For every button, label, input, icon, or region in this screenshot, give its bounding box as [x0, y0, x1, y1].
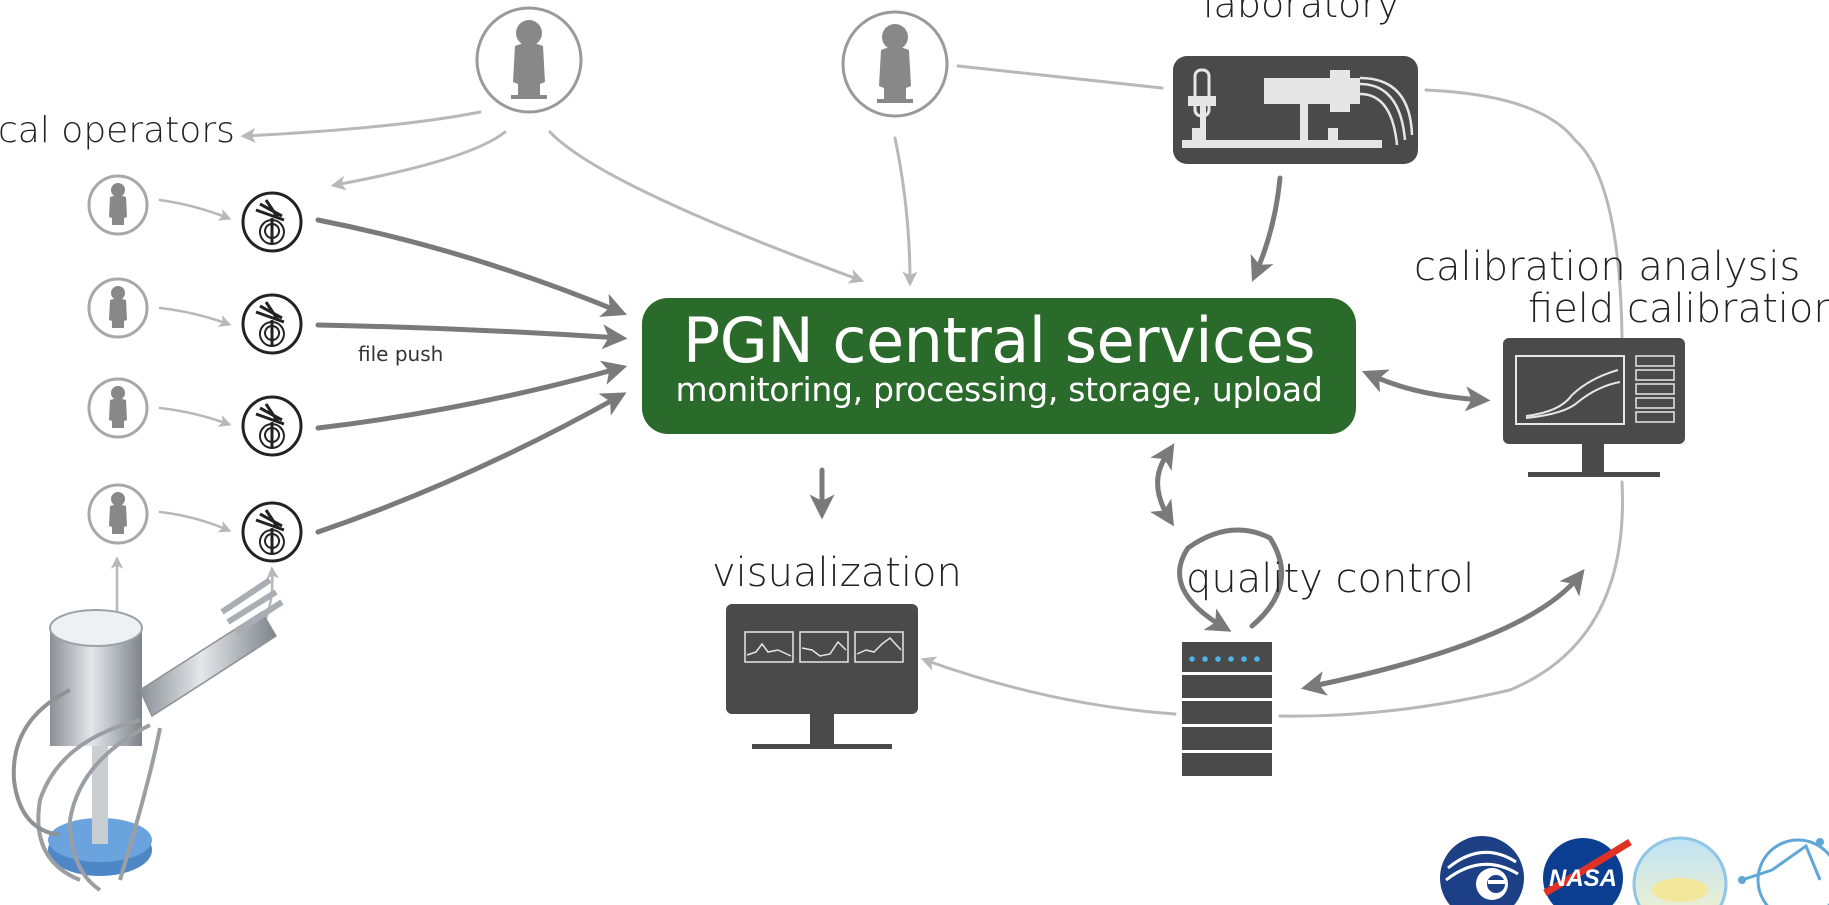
label-file-push: file push [358, 342, 444, 366]
arrow-op1 [158, 198, 232, 221]
person-icon [475, 6, 583, 114]
label-local-operators: cal operators [0, 110, 235, 151]
arrow-person1-to-instrument [330, 130, 507, 191]
line-laboratory-to-field-calibration [1424, 88, 1624, 340]
operator-person-icon [87, 483, 149, 545]
arrow-op3 [158, 406, 232, 427]
arrow-person2-to-central [893, 136, 918, 287]
laboratory-bench-icon [1173, 56, 1418, 164]
arrow-op2 [158, 306, 232, 327]
central-services-title: PGN central services [682, 304, 1316, 377]
arrow-central-quality [1150, 443, 1175, 527]
arrow-quality-loop [1177, 527, 1285, 632]
dark-arrows [315, 175, 1585, 696]
server-icon [1182, 642, 1272, 776]
arrow-server-to-visualization [920, 656, 1177, 716]
partner-logo [1632, 836, 1728, 905]
operator-person-icon [87, 377, 149, 439]
nasa-logo: NASA [1543, 838, 1632, 905]
arrow-person1-to-operators [240, 110, 482, 143]
label-quality-control: quality control [1186, 556, 1475, 602]
label-calibration-analysis: calibration analysis [1414, 244, 1801, 290]
arrow-instrument2-to-central [315, 322, 628, 350]
label-visualization: visualization [712, 550, 962, 596]
visualization-monitor-icon [726, 604, 918, 749]
arrow-central-calibration [1361, 369, 1491, 412]
arrow-laboratory-to-central [1250, 175, 1283, 282]
esa-logo [1440, 836, 1524, 905]
operator-person-icon [87, 174, 149, 236]
instrument-icon [241, 293, 303, 355]
pandora-spectrometer-image [11, 577, 284, 892]
line-person2-to-laboratory [956, 64, 1164, 90]
operator-person-icon [87, 277, 149, 339]
calibration-monitor-icon [1503, 338, 1685, 477]
instrument-icon [241, 191, 303, 253]
label-field-calibration: field calibration [1528, 286, 1829, 332]
arrow-person1-to-central [548, 130, 865, 284]
arrow-instrument3-to-central [315, 360, 628, 431]
arrow-server-calibration [1300, 569, 1585, 696]
partner-logo [1738, 838, 1829, 905]
instrument-icon [241, 501, 303, 563]
person-icon [841, 10, 949, 118]
instrument-icon [241, 395, 303, 457]
arrow-op4 [158, 510, 232, 533]
arrow-instrument1-to-central [315, 217, 627, 317]
pgn-central-services-box: PGN central services monitoring, process… [642, 298, 1356, 434]
label-laboratory: laboratory [1203, 0, 1400, 26]
arrow-instrument4-to-central [315, 392, 627, 535]
nasa-logo-text: NASA [1549, 865, 1617, 892]
central-services-subtitle: monitoring, processing, storage, upload [675, 370, 1323, 409]
